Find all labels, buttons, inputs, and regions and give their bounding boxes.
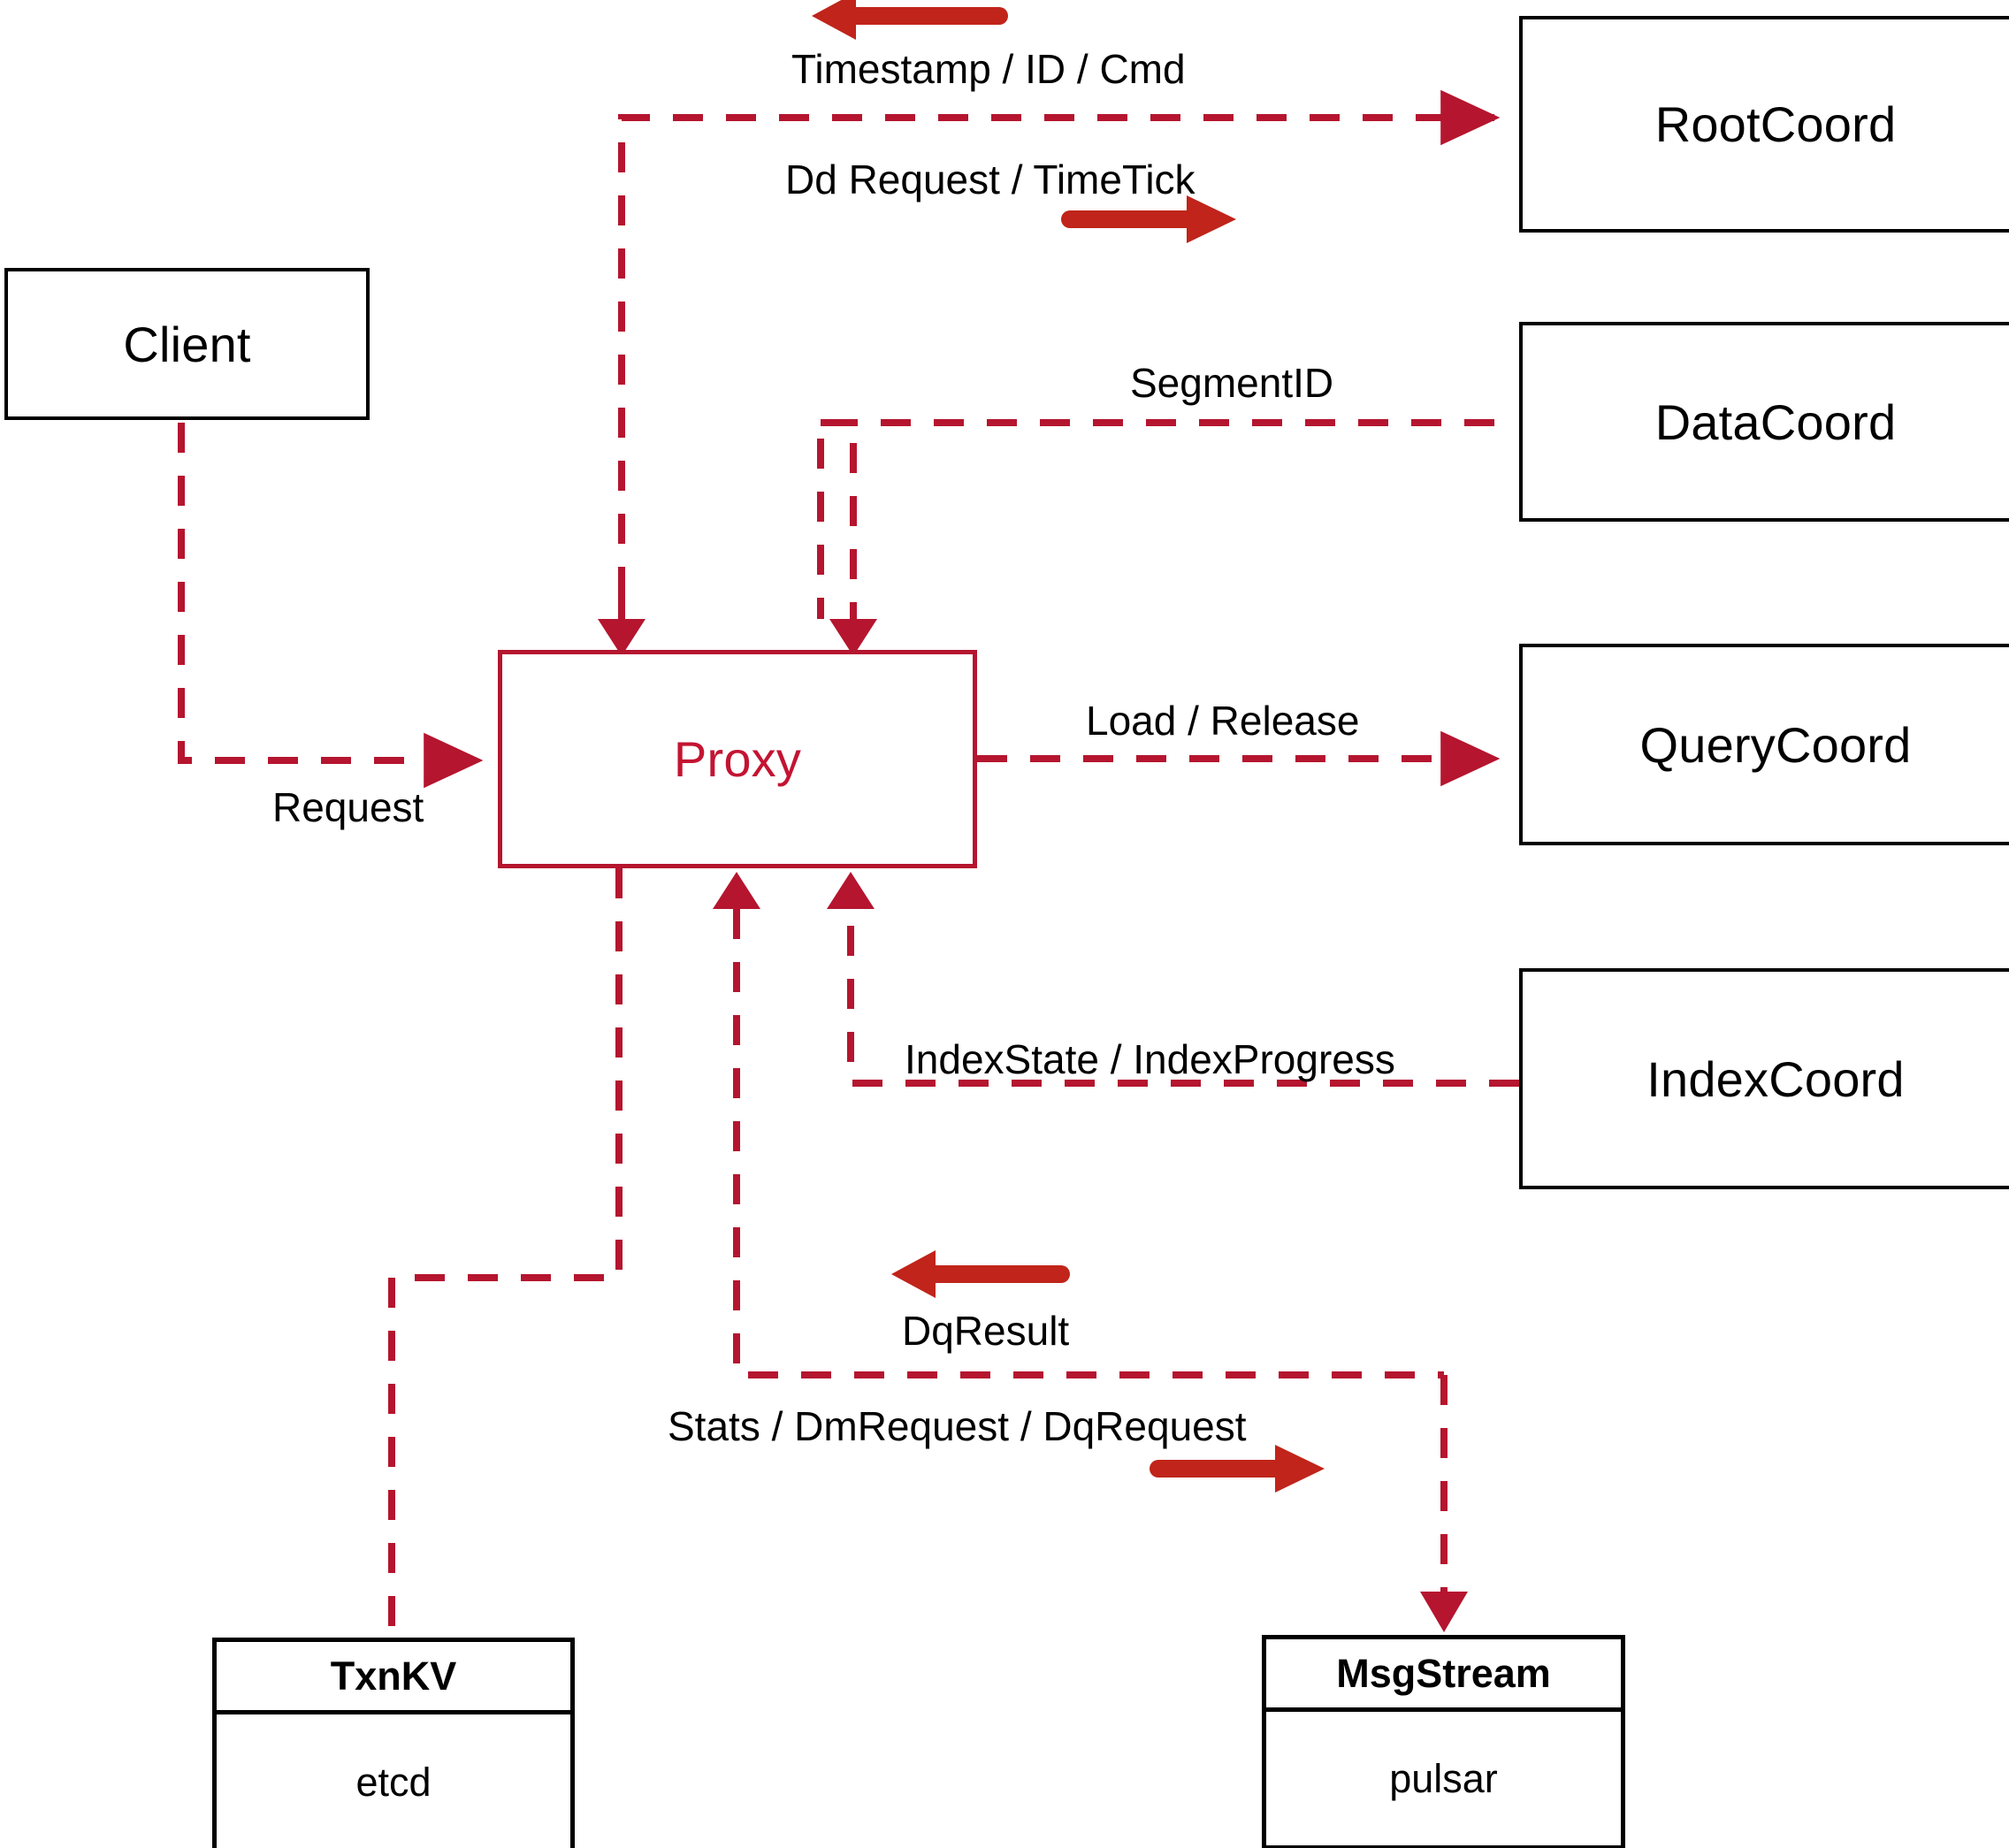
store-txnkv[interactable]: TxnKV etcd: [212, 1638, 575, 1848]
node-client-label: Client: [123, 316, 251, 372]
edge-label-segment-id: SegmentID: [1130, 360, 1334, 406]
store-txnkv-body: etcd: [217, 1714, 570, 1848]
edge-label-request: Request: [272, 784, 424, 830]
edge-dq-result: [713, 872, 1444, 1378]
edge-label-index-state-progress: IndexState / IndexProgress: [905, 1036, 1395, 1082]
node-proxy-label: Proxy: [673, 731, 802, 787]
edge-segment-id: [817, 419, 1494, 656]
edge-proxy-txnkv: [388, 868, 623, 1638]
edge-label-dd-request-timetick: Dd Request / TimeTick: [785, 157, 1195, 202]
edge-stats-dm-dq-request: [1420, 1375, 1468, 1632]
node-rootcoord[interactable]: RootCoord: [1519, 16, 2009, 233]
legend-arrow-right-ddrequest: [1061, 195, 1236, 243]
node-datacoord[interactable]: DataCoord: [1519, 322, 2009, 522]
node-datacoord-label: DataCoord: [1654, 393, 1897, 450]
edge-label-dq-result: DqResult: [902, 1308, 1070, 1354]
store-msgstream[interactable]: MsgStream pulsar: [1262, 1635, 1625, 1848]
legend-arrow-left-timestamp: [812, 0, 1008, 40]
node-querycoord[interactable]: QueryCoord: [1519, 644, 2009, 845]
edge-label-load-release: Load / Release: [1086, 698, 1360, 744]
edge-rootcoord-to-proxy-arrowhead: [598, 579, 645, 656]
edge-request: [178, 423, 484, 789]
legend-arrow-left-dqresult: [891, 1250, 1070, 1298]
node-indexcoord-label: IndexCoord: [1646, 1050, 1905, 1107]
legend-arrow-right-dqrequest: [1150, 1445, 1325, 1493]
edge-label-timestamp-id-cmd: Timestamp / ID / Cmd: [791, 46, 1186, 92]
store-txnkv-title: TxnKV: [330, 1653, 457, 1699]
node-client[interactable]: Client: [4, 268, 370, 420]
store-msgstream-header: MsgStream: [1266, 1639, 1621, 1712]
node-proxy[interactable]: Proxy: [498, 650, 977, 868]
node-querycoord-label: QueryCoord: [1639, 716, 1912, 773]
node-indexcoord[interactable]: IndexCoord: [1519, 968, 2009, 1189]
store-txnkv-header: TxnKV: [217, 1642, 570, 1714]
store-txnkv-impl: etcd: [355, 1759, 432, 1805]
node-rootcoord-label: RootCoord: [1654, 96, 1897, 152]
edge-label-stats-dm-dq-request: Stats / DmRequest / DqRequest: [668, 1403, 1247, 1449]
store-msgstream-body: pulsar: [1266, 1712, 1621, 1845]
store-msgstream-title: MsgStream: [1336, 1650, 1551, 1696]
store-msgstream-impl: pulsar: [1389, 1755, 1498, 1801]
